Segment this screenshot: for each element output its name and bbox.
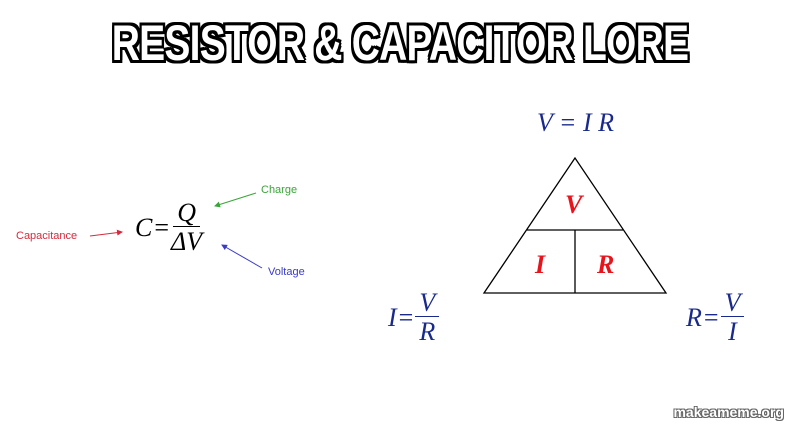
equals-sign: = — [398, 302, 414, 332]
triangle-current: I — [535, 250, 546, 279]
denominator: R — [419, 317, 436, 346]
charge-label: Charge — [261, 184, 298, 196]
voltage-over-resistance: V R — [415, 290, 440, 346]
charge-over-voltage: Q ΔV — [171, 200, 202, 255]
delta-voltage-symbol: ΔV — [171, 227, 203, 256]
resistance-symbol: R — [686, 302, 702, 332]
charge-arrow — [214, 192, 257, 208]
resistance-formula: R = V I — [686, 290, 745, 346]
triangle-resistance: R — [597, 250, 615, 279]
ohms-triangle — [482, 156, 668, 294]
triangle-voltage: V — [565, 190, 583, 219]
ohms-law-formula: V = I R — [537, 108, 614, 137]
equals-sign: = — [154, 212, 170, 242]
voltage-label: Voltage — [268, 266, 305, 278]
denominator: I — [728, 317, 737, 346]
voltage-over-current: V I — [720, 290, 745, 346]
numerator: V — [720, 290, 745, 317]
watermark: makeameme.org — [673, 404, 784, 420]
voltage-arrow — [221, 244, 263, 269]
current-formula: I = V R — [388, 290, 440, 346]
capacitance-arrow — [89, 229, 123, 237]
capacitance-symbol: C — [135, 212, 153, 242]
numerator: V — [415, 290, 440, 317]
equals-sign: = — [703, 302, 719, 332]
capacitance-label: Capacitance — [16, 230, 78, 242]
capacitance-formula: C = Q ΔV — [135, 200, 202, 255]
charge-symbol: Q — [173, 200, 200, 227]
meme-title: RESISTOR & CAPACITOR LORE — [111, 15, 689, 71]
current-symbol: I — [388, 302, 397, 332]
